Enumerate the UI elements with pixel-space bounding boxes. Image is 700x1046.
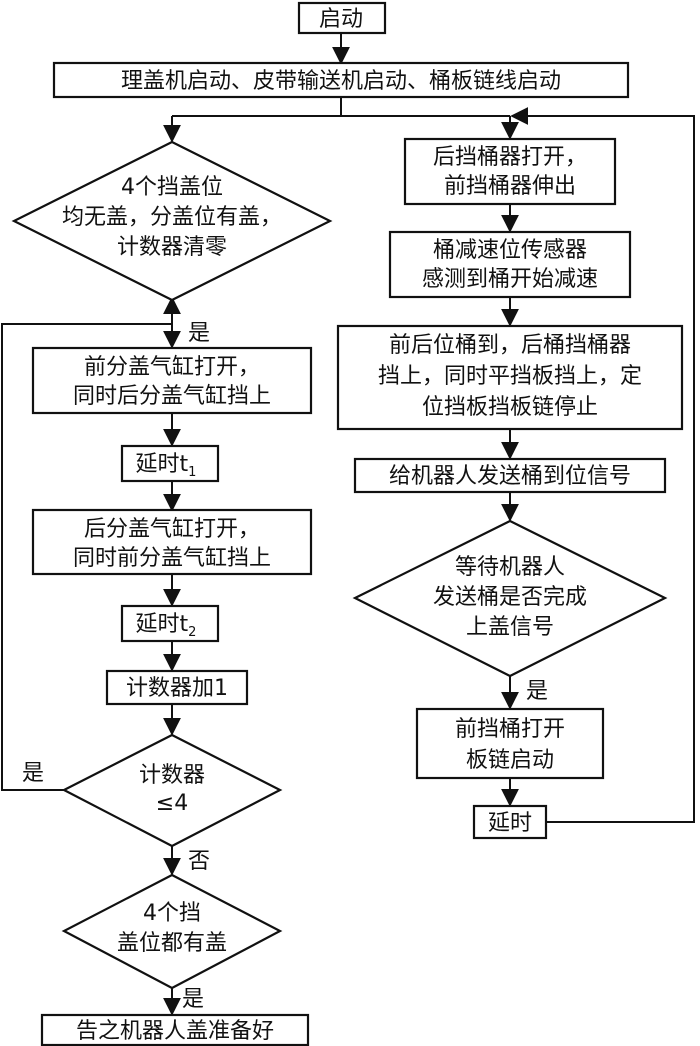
- node-send-signal: [353, 457, 667, 494]
- node-delay-t2: [120, 604, 220, 643]
- node-cyl-rear-open-line1: 后分盖气缸打开，: [84, 517, 260, 542]
- node-cyl-front-open-line2: 同时后分盖气缸挡上: [73, 384, 271, 409]
- node-delay-t2-text: 延时t2: [136, 612, 197, 640]
- node-check-caps-line3: 计数器清零: [117, 235, 227, 260]
- node-wait-robot-line2: 发送桶是否完成: [433, 585, 587, 610]
- node-send-signal-text: 给机器人发送桶到位信号: [389, 464, 631, 489]
- node-bucket-arrive: [336, 324, 684, 431]
- label-yes-loop: 是: [188, 321, 210, 346]
- node-bucket-arrive-line3: 位挡板挡板链停止: [422, 395, 598, 420]
- node-wait-robot-line1: 等待机器人: [455, 555, 565, 580]
- node-counter-inc: [105, 669, 249, 706]
- node-delay-t2-main: 延时t: [136, 612, 189, 637]
- label-yes-left: 是: [22, 761, 44, 786]
- node-cyl-rear-open-line2: 同时前分盖气缸挡上: [73, 546, 271, 571]
- node-delay-t1-sub: 1: [188, 465, 196, 480]
- node-cyl-front-open: [31, 346, 313, 415]
- node-decel-sensor: [388, 230, 632, 299]
- edges: [1, 33, 695, 1016]
- label-yes-robot: 是: [526, 679, 548, 704]
- node-wait-robot: [352, 519, 668, 678]
- node-init: [52, 61, 630, 99]
- node-all-caps-line2: 盖位都有盖: [117, 931, 227, 956]
- node-wait-robot-line3: 上盖信号: [466, 615, 554, 640]
- node-delay-t1-text: 延时t1: [136, 452, 197, 480]
- node-all-caps: [61, 873, 283, 990]
- node-notify-ready-text: 告之机器人盖准备好: [76, 1019, 274, 1044]
- node-decel-sensor-line2: 感测到桶开始减速: [422, 267, 598, 292]
- node-start-text: 启动: [319, 7, 363, 32]
- node-bucket-arrive-line1: 前后位桶到，后桶挡桶器: [389, 333, 631, 358]
- node-rear-stop-open-line1: 后挡桶器打开，: [433, 145, 587, 170]
- node-rear-stop-open-line2: 前挡桶器伸出: [444, 174, 576, 199]
- edge-right-loop-back: [510, 107, 695, 823]
- node-front-open: [415, 707, 605, 780]
- node-rear-stop-open: [403, 137, 617, 206]
- node-cyl-front-open-line1: 前分盖气缸打开，: [84, 355, 260, 380]
- node-delay-t1-main: 延时t: [136, 452, 189, 477]
- node-check-caps-line1: 4个挡盖位: [121, 175, 223, 200]
- label-no: 否: [188, 849, 210, 874]
- node-check-caps: [11, 140, 333, 302]
- node-counter-check-line2: ≤4: [156, 791, 188, 816]
- node-start: [297, 1, 387, 35]
- edge-loop-back: [1, 323, 172, 791]
- node-check-caps-line2: 均无盖，分盖位有盖，: [62, 205, 282, 230]
- node-front-open-line1: 前挡桶打开: [455, 717, 565, 742]
- nodes: 启动 理盖机启动、皮带输送机启动、桶板链线启动 4个挡盖位 均无盖，分盖位有盖，…: [11, 1, 684, 1046]
- node-cyl-rear-open: [31, 508, 313, 576]
- node-notify-ready: [40, 1013, 310, 1046]
- node-all-caps-line1: 4个挡: [143, 901, 201, 926]
- node-init-text: 理盖机启动、皮带输送机启动、桶板链线启动: [121, 69, 561, 94]
- node-delay-t2-sub: 2: [188, 625, 196, 640]
- label-yes-ready: 是: [182, 987, 204, 1012]
- node-delay-t1: [120, 444, 220, 483]
- node-counter-inc-text: 计数器加1: [126, 676, 228, 701]
- node-delay-end: [472, 804, 548, 840]
- node-decel-sensor-line1: 桶减速位传感器: [433, 238, 587, 263]
- node-counter-check: [61, 733, 283, 848]
- node-bucket-arrive-line2: 挡上，同时平挡板挡上，定: [378, 364, 642, 389]
- node-counter-check-line1: 计数器: [139, 763, 205, 788]
- node-front-open-line2: 板链启动: [466, 748, 554, 773]
- node-delay-end-text: 延时: [488, 811, 532, 836]
